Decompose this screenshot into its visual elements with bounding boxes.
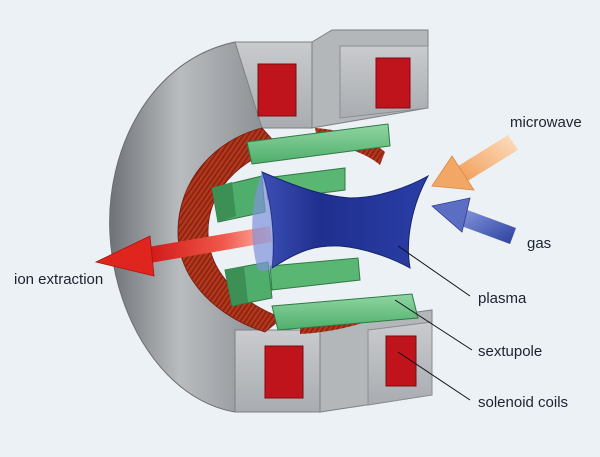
ion-extraction-label: ion extraction (14, 271, 103, 288)
gas-arrow (432, 198, 516, 244)
plasma-leader-line (398, 246, 470, 296)
solenoid-coils-label: solenoid coils (478, 394, 568, 411)
microwave-label: microwave (510, 114, 582, 131)
plasma-label: plasma (478, 290, 526, 307)
sextupole-label: sextupole (478, 343, 542, 360)
gas-label: gas (527, 235, 551, 252)
microwave-arrow (432, 135, 518, 190)
